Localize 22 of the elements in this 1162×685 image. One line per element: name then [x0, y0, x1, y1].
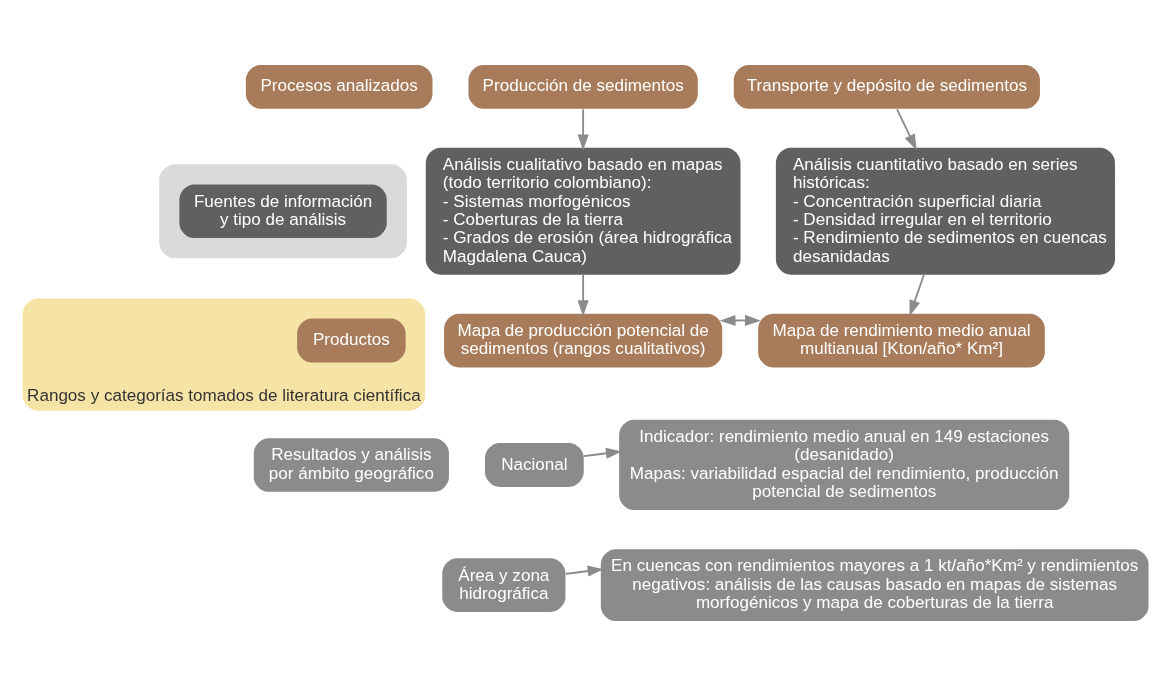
node-box: Análisis cuantitativo basado en series históricas: - Concentración superficial diaria - Densidad irregular en el territorio - Rendimiento de sedimentos en cuencas desanidadas — [775, 147, 1115, 275]
node-box: Productos — [297, 318, 406, 362]
node-box: Mapa de rendimiento medio anual multianual [Kton/año* Km²] — [758, 313, 1045, 367]
node-box: Análisis cualitativo basado en mapas (todo territorio colombiano): - Sistemas morfogénicos - Coberturas de la tierra - Grados de erosión (área hidrográfica Magdalena Cauca) — [425, 147, 741, 275]
node-box: Indicador: rendimiento medio anual en 149 estaciones (desanidado) Mapas: variabilidad espacial del rendimiento, producción potencial de sedimentos — [619, 419, 1070, 510]
node-box: Producción de sedimentos — [468, 64, 698, 109]
arrow — [719, 314, 761, 326]
node-box: Resultados y análisis por ámbito geográfico — [253, 437, 449, 492]
node-box: Transporte y depósito de sedimentos — [733, 64, 1040, 109]
arrow — [577, 107, 589, 150]
arrow — [909, 273, 925, 316]
cluster — [159, 163, 407, 258]
node-box: Nacional — [484, 442, 584, 487]
node-box: Fuentes de información y tipo de análisis — [179, 183, 387, 238]
node-box: Procesos analizados — [245, 64, 433, 109]
node-box: Área y zona hidrográfica — [442, 557, 566, 612]
arrow — [564, 565, 604, 577]
arrow — [583, 447, 622, 459]
arrow — [896, 107, 917, 150]
node-box: En cuencas con rendimientos mayores a 1 kt/año*Km² y rendimientos negativos: análisis de las causas basado en mapas de sistemas morfogénicos y mapa de coberturas de la tierra — [600, 548, 1149, 621]
arrow — [577, 273, 589, 316]
node-box: Mapa de producción potencial de sedimentos (rangos cualitativos) — [444, 313, 723, 367]
